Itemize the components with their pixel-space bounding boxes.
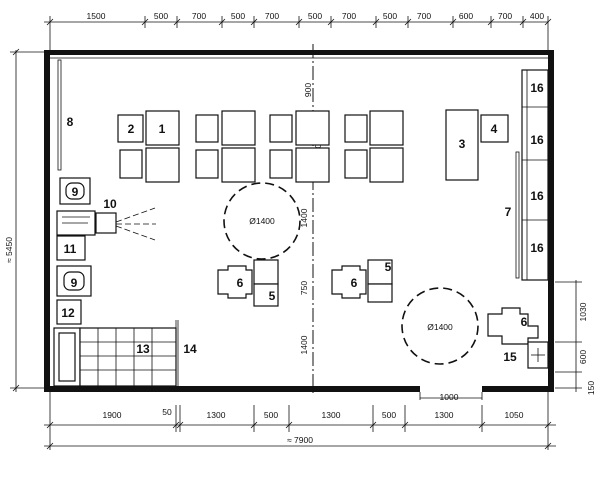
dimension-or-item-label: Ø1400 <box>249 216 275 226</box>
dimension-or-item-label: 13 <box>136 342 150 356</box>
bottom-dimension-chain: 1900 50 1300 500 1300 500 1300 1050 ≈ 79… <box>44 392 556 450</box>
dimension-or-item-label: 900 <box>303 83 313 97</box>
dimension-or-item-label: 14 <box>183 342 197 356</box>
dimension-or-item-label: 100 <box>313 139 323 153</box>
item-13-shelving: 13 14 <box>53 320 197 387</box>
left-total-dim: ≈ 5450 <box>4 237 14 263</box>
dimension-or-item-label: 6 <box>351 276 358 290</box>
item-label-7: 7 <box>505 205 512 219</box>
turning-circle-upper: Ø1400 <box>223 182 301 260</box>
walls <box>44 50 554 392</box>
item-1-table-group: 2 1 <box>117 110 180 183</box>
dimension-or-item-label: 12 <box>61 306 75 320</box>
item-3-counter: 3 4 <box>445 109 509 181</box>
top-dim-9: 700 <box>417 11 431 21</box>
item-label-10: 10 <box>103 197 117 211</box>
dimension-or-item-label: 600 <box>578 350 588 364</box>
top-dim-8: 500 <box>383 11 397 21</box>
item-7-rail: 7 <box>505 151 520 279</box>
dimension-or-item-label: 11 <box>64 242 77 256</box>
top-dim-3: 700 <box>192 11 206 21</box>
dimension-or-item-label: 500 <box>382 410 396 420</box>
dimension-or-item-label: 16 <box>530 81 544 95</box>
right-dimension-chain: 1030 600 150 <box>555 280 596 395</box>
chair-6-middle: 6 5 <box>331 259 393 303</box>
door-opening: 1000 <box>419 392 483 402</box>
dimension-or-item-label: 9 <box>72 185 79 199</box>
dimension-or-item-label: 1300 <box>322 410 341 420</box>
dimension-or-item-label: 1030 <box>578 302 588 321</box>
item-label-2: 2 <box>128 122 135 136</box>
top-dim-6: 500 <box>308 11 322 21</box>
chair-6-right: 6 <box>487 307 539 345</box>
dimension-or-item-label: 1300 <box>207 410 226 420</box>
item-12-box: 12 <box>56 299 82 325</box>
item-9-chair-lower: 9 <box>56 265 92 297</box>
item-11-box: 11 <box>56 235 86 261</box>
item-9-chair-upper: 9 <box>59 177 91 205</box>
top-dim-10: 600 <box>459 11 473 21</box>
dimension-or-item-label: 1400 <box>299 335 309 354</box>
dimension-or-item-label: 1400 <box>299 208 309 227</box>
dimension-or-item-label: 16 <box>530 241 544 255</box>
top-dim-1: 1500 <box>87 11 106 21</box>
top-dim-4: 500 <box>231 11 245 21</box>
dimension-or-item-label: 6 <box>521 315 528 329</box>
dimension-or-item-label: 1050 <box>505 410 524 420</box>
dimension-or-item-label: 1900 <box>103 410 122 420</box>
dimension-or-item-label: 500 <box>264 410 278 420</box>
item-10-sink: 10 <box>56 197 156 241</box>
left-dimension: ≈ 5450 <box>4 48 46 392</box>
top-dim-11: 700 <box>498 11 512 21</box>
dimension-or-item-label: 15 <box>503 350 517 364</box>
dimension-or-item-label: 16 <box>530 189 544 203</box>
door-width-label: 1000 <box>440 392 459 402</box>
top-dim-12: 400 <box>530 11 544 21</box>
dimension-or-item-label: 5 <box>269 289 276 303</box>
dimension-or-item-label: 16 <box>530 133 544 147</box>
dimension-or-item-label: Ø1400 <box>427 322 453 332</box>
dimension-or-item-label: 1300 <box>435 410 454 420</box>
top-dim-2: 500 <box>154 11 168 21</box>
item-label-3: 3 <box>459 137 466 151</box>
item-label-8: 8 <box>67 115 74 129</box>
top-dim-7: 700 <box>342 11 356 21</box>
dimension-or-item-label: 6 <box>237 276 244 290</box>
total-width-label: ≈ 7900 <box>287 435 313 445</box>
turning-circle-lower: Ø1400 <box>401 287 479 365</box>
chair-6-left: 6 5 <box>217 259 279 307</box>
dimension-or-item-label: 5 <box>385 260 392 274</box>
dimension-or-item-label: 150 <box>586 381 596 395</box>
dimension-or-item-label: 9 <box>71 276 78 290</box>
table-group-3 <box>269 110 330 183</box>
dimension-or-item-label: 50 <box>162 407 172 417</box>
table-group-4 <box>344 110 404 183</box>
top-dimension-chain: 1500 500 700 500 700 500 700 500 700 600… <box>44 11 552 52</box>
item-16-cabinets: 16 16 16 16 <box>521 69 549 281</box>
item-label-1: 1 <box>159 122 166 136</box>
dimension-or-item-label: 750 <box>299 281 309 295</box>
item-15-box: 15 <box>503 341 549 369</box>
item-label-4: 4 <box>491 122 498 136</box>
table-group-2 <box>195 110 256 183</box>
top-dim-5: 700 <box>265 11 279 21</box>
